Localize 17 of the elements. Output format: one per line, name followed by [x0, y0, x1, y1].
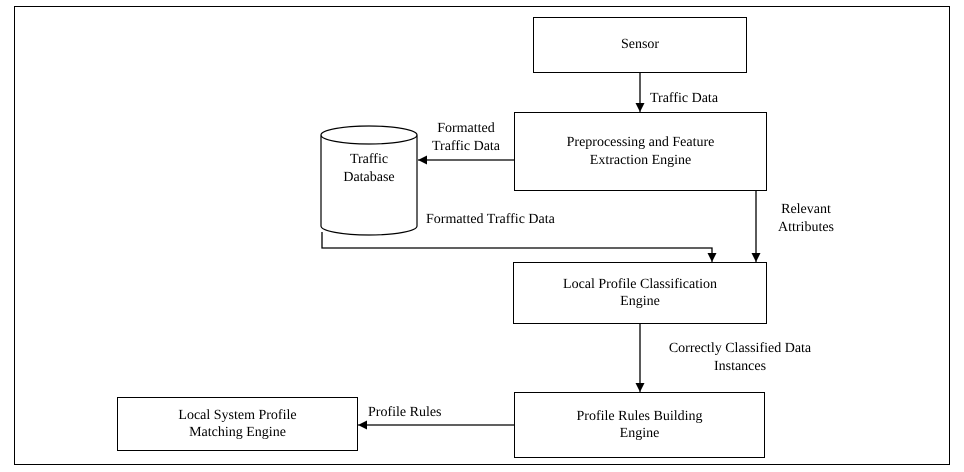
- node-label: Sensor: [620, 36, 660, 54]
- process-box: [513, 262, 767, 324]
- arrow: [321, 232, 716, 262]
- process-box: [514, 112, 767, 191]
- process-box: [533, 17, 747, 73]
- node-label: Preprocessing and Feature Extraction Engine: [566, 134, 716, 169]
- arrow: [636, 73, 644, 112]
- process-box: [514, 392, 765, 458]
- node-label: Traffic Database: [342, 151, 396, 186]
- node-label: Local Profile Classification Engine: [562, 276, 718, 310]
- node-label: Local System Profile Matching Engine: [177, 406, 298, 442]
- arrow: [358, 420, 514, 430]
- arrow: [636, 324, 644, 392]
- process-box: [117, 397, 358, 451]
- node-label: Profile Rules Building Engine: [576, 408, 704, 442]
- arrow: [752, 191, 760, 262]
- arrow: [418, 156, 514, 164]
